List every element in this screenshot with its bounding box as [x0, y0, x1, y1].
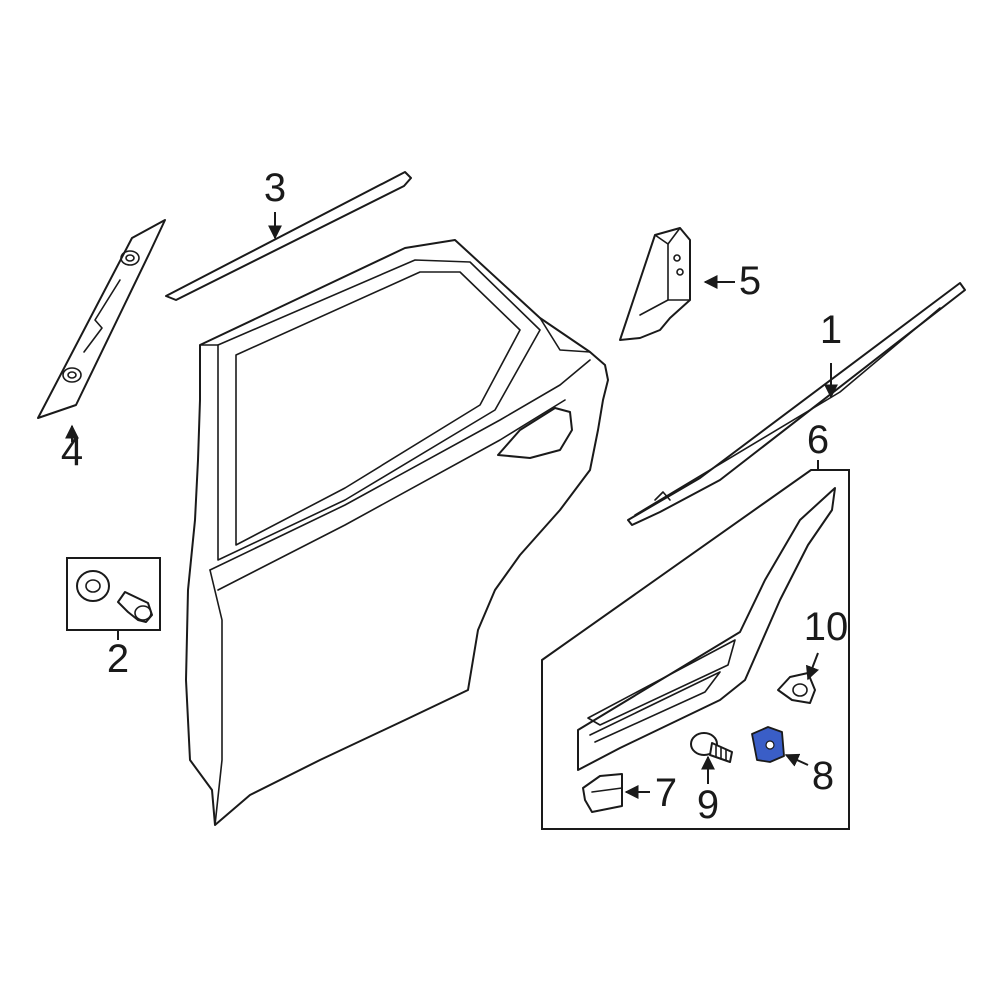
leader-lines	[65, 212, 838, 799]
callout-3: 3	[264, 166, 286, 210]
rear-door	[185, 239, 609, 826]
callout-2: 2	[107, 637, 129, 681]
callout-6: 6	[807, 418, 829, 462]
callout-8: 8	[812, 754, 834, 798]
callout-10: 10	[804, 605, 849, 649]
part-6-assembly-box	[541, 469, 850, 830]
part-1-long-molding	[627, 282, 966, 526]
callout-9: 9	[697, 783, 719, 827]
part-3-belt-molding	[165, 171, 412, 301]
part-4-pillar-applique	[37, 219, 166, 419]
callout-1: 1	[820, 308, 842, 352]
part-2-clip-box	[66, 557, 161, 631]
part-5-corner-bracket	[619, 227, 691, 341]
callout-4: 4	[61, 430, 83, 474]
callout-5: 5	[739, 259, 761, 303]
callout-7: 7	[655, 771, 677, 815]
